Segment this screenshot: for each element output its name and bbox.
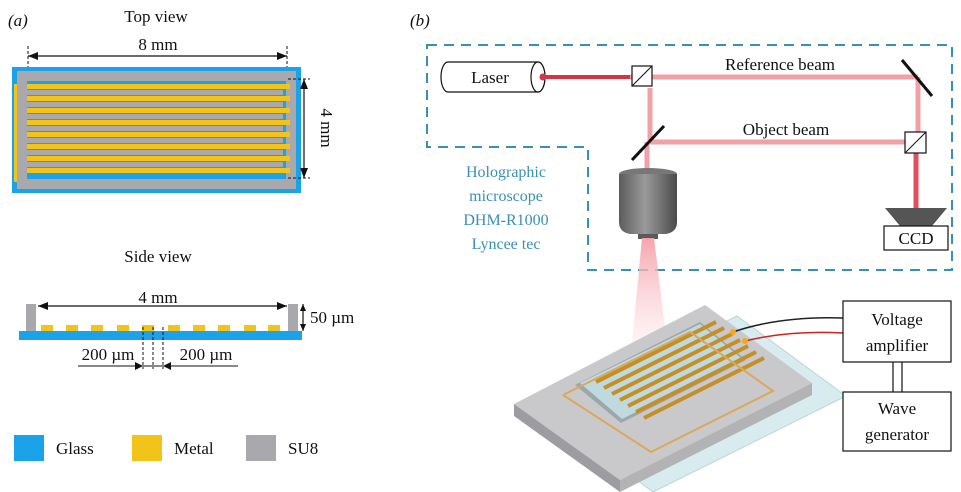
legend-label-su8: SU8: [288, 439, 318, 458]
voltage-amplifier-line-1: Voltage: [871, 310, 923, 329]
voltage-amplifier-box: [842, 300, 952, 363]
panel-a-label: (a): [8, 11, 28, 30]
legend-label-glass: Glass: [56, 439, 94, 458]
side-view-width-dimension: [38, 302, 287, 310]
top-view-width-label: 8 mm: [138, 35, 177, 54]
wave-generator-line-2: generator: [865, 425, 930, 444]
beam-splitter-top: [631, 65, 653, 87]
side-view-width-label: 4 mm: [138, 288, 177, 307]
beam-splitter-right: [904, 131, 927, 154]
microscope-label-line-2: microscope: [469, 188, 543, 205]
amplifier-generator-cable: [892, 362, 903, 392]
side-view-height-dimension: [300, 304, 306, 331]
ccd-camera: [883, 208, 949, 251]
reference-beam-label: Reference beam: [725, 55, 835, 74]
side-view-right-spacing-label: 200 µm: [180, 345, 233, 364]
side-view-height-label: 50 µm: [310, 308, 354, 327]
side-view-left-spacing-label: 200 µm: [82, 345, 135, 364]
top-view-width-dimension: [27, 46, 288, 68]
optical-beams: [545, 74, 921, 208]
voltage-amplifier-line-2: amplifier: [866, 336, 929, 355]
object-beam-label: Object beam: [743, 120, 829, 139]
microscope-label-line-4: Lyncee tec: [472, 236, 541, 253]
laser-label: Laser: [471, 68, 509, 87]
legend-swatch-su8: [246, 435, 276, 461]
laser: [440, 61, 547, 93]
side-view-device: [19, 304, 302, 340]
microscope-label-line-1: Holographic: [466, 164, 546, 181]
wave-generator-box: [842, 391, 952, 452]
side-view-spacing-dimension: [78, 327, 238, 370]
microscope-label-line-3: DHM-R1000: [463, 212, 548, 229]
legend-swatch-metal: [132, 435, 162, 461]
ccd-label: CCD: [899, 229, 934, 248]
legend-label-metal: Metal: [174, 439, 214, 458]
top-view-device: [12, 67, 301, 193]
panel-b-label: (b): [410, 11, 430, 30]
top-view-height-dimension: [288, 78, 310, 179]
microscope-label: Holographic microscope DHM-R1000 Lyncee …: [463, 164, 548, 253]
wave-generator-line-1: Wave: [878, 399, 916, 418]
microscope-dashed-box: [426, 44, 953, 271]
legend: Glass Metal SU8: [14, 435, 318, 461]
objective-lens: [619, 168, 677, 239]
mirror-reference: [900, 59, 934, 97]
electrode-wires: [730, 317, 844, 344]
legend-swatch-glass: [14, 435, 44, 461]
top-view-height-label: 4 mm: [317, 108, 336, 147]
top-view-title: Top view: [124, 7, 188, 26]
microfluidic-device: [514, 305, 847, 492]
mirror-object: [630, 124, 666, 162]
side-view-title: Side view: [124, 247, 192, 266]
